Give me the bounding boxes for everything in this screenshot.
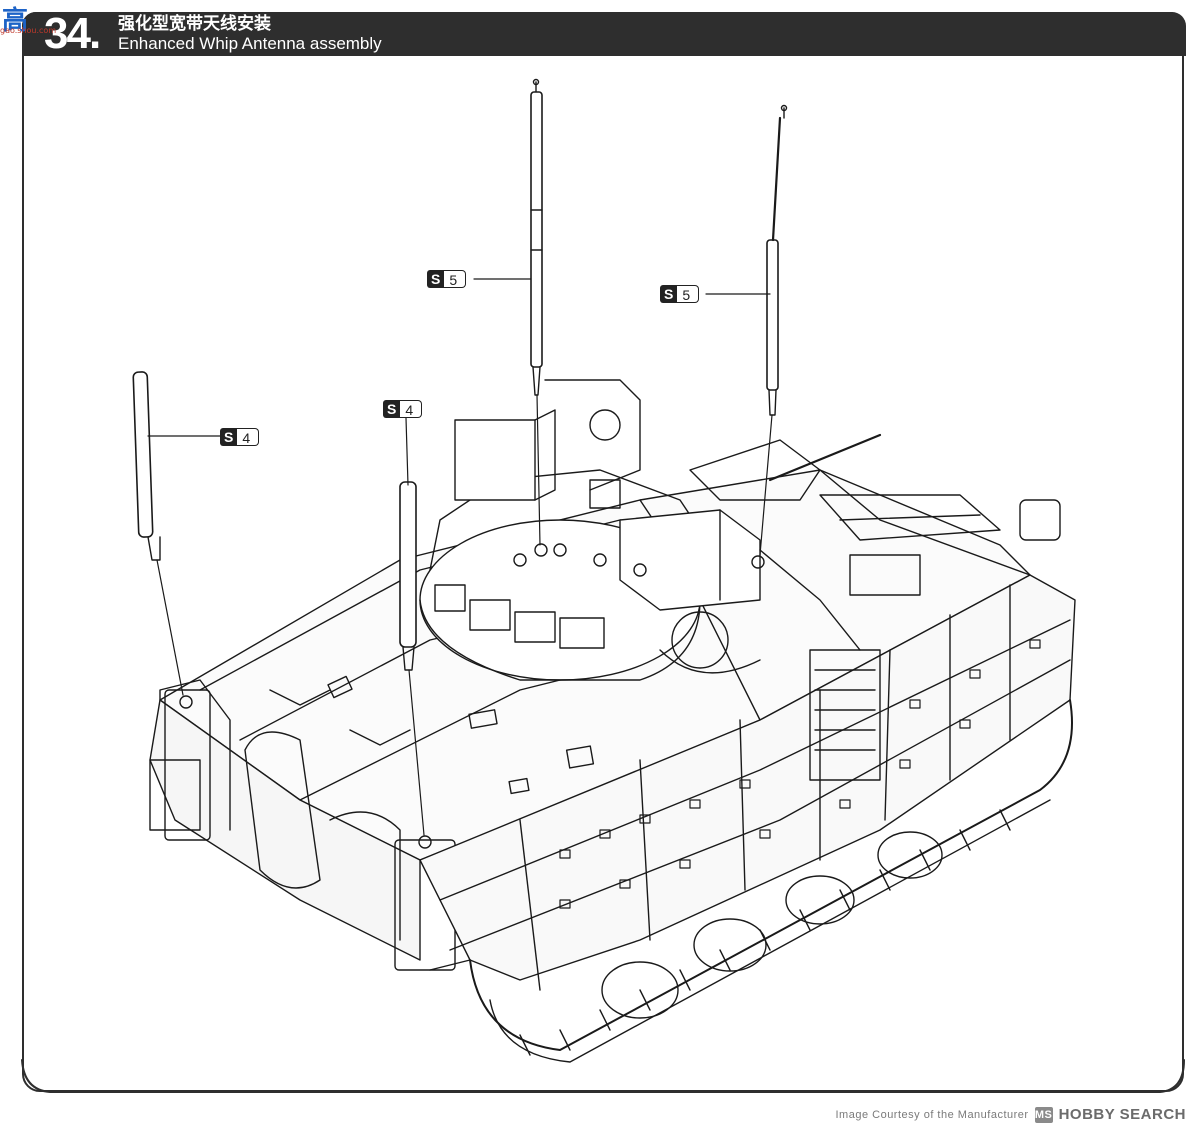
sprue-letter: S: [220, 428, 238, 446]
hobby-search-credit: Image Courtesy of the Manufacturer MS HO…: [836, 1106, 1187, 1123]
watermark-url: gao.shou.com: [0, 26, 57, 35]
credit-brand: HOBBY SEARCH: [1058, 1106, 1186, 1123]
callout-leaders: [147, 278, 771, 486]
antenna-s4-left: [132, 371, 193, 709]
sprue-letter: S: [660, 285, 678, 303]
antenna-s5-right: [751, 104, 788, 569]
part-number: 5: [444, 270, 467, 288]
credit-subtext: Image Courtesy of the Manufacturer: [835, 1108, 1029, 1121]
step-number: 34.: [44, 9, 101, 58]
step-title-english: Enhanced Whip Antenna assembly: [118, 34, 382, 53]
part-number: 4: [400, 400, 423, 418]
part-number: 4: [237, 428, 260, 446]
callout-s4-left: S 4: [220, 428, 260, 446]
callout-s5-center: S 5: [427, 270, 467, 288]
antenna-s5-center: [530, 78, 548, 557]
turret: [419, 379, 882, 681]
hobby-search-icon: MS: [1034, 1106, 1053, 1123]
part-number: 5: [677, 285, 700, 303]
callout-s5-right: S 5: [660, 285, 700, 303]
step-title-chinese: 强化型宽带天线安装: [118, 14, 271, 33]
track-assembly: [469, 699, 1073, 1063]
turret-storage-bins: [434, 584, 605, 649]
step-header-bar: [22, 12, 1186, 56]
watermark-char: 高: [2, 5, 29, 35]
deck-stowage: [759, 494, 1061, 651]
sprue-letter: S: [427, 270, 445, 288]
site-watermark-logo: 高 gao.shou.com: [0, 0, 72, 40]
sprue-letter: S: [383, 400, 401, 418]
side-armor: [419, 574, 1076, 991]
callout-s4-center: S 4: [383, 400, 423, 418]
frame-bottom-edge: [21, 1059, 1185, 1093]
